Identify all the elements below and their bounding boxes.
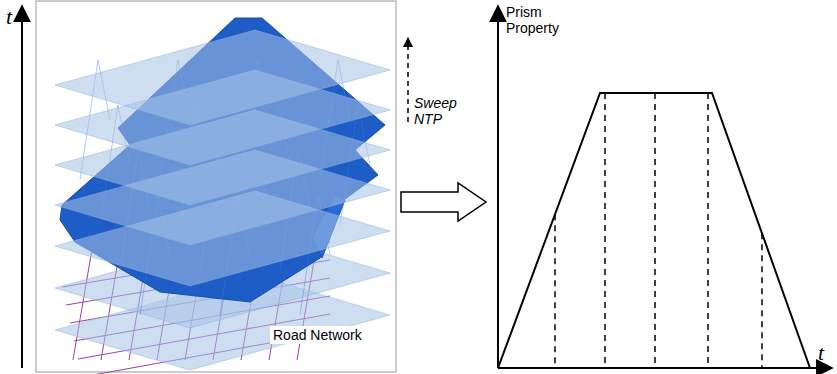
annotation: Prism Property: [506, 4, 576, 36]
axis-label: t: [6, 4, 22, 29]
sweep-arrow: [407, 38, 409, 122]
panel-frame: [36, 1, 396, 372]
annotation: Road Network: [270, 326, 386, 344]
sample-lines: [555, 93, 762, 368]
transform-arrow: [401, 183, 486, 221]
time-axis: [21, 6, 23, 368]
axis-label: t: [818, 340, 834, 365]
x-axis: [498, 367, 832, 369]
time-planes: [55, 30, 390, 286]
annotation: Sweep NTP: [414, 95, 462, 127]
y-axis: [497, 6, 499, 368]
property-curve: [498, 93, 810, 368]
